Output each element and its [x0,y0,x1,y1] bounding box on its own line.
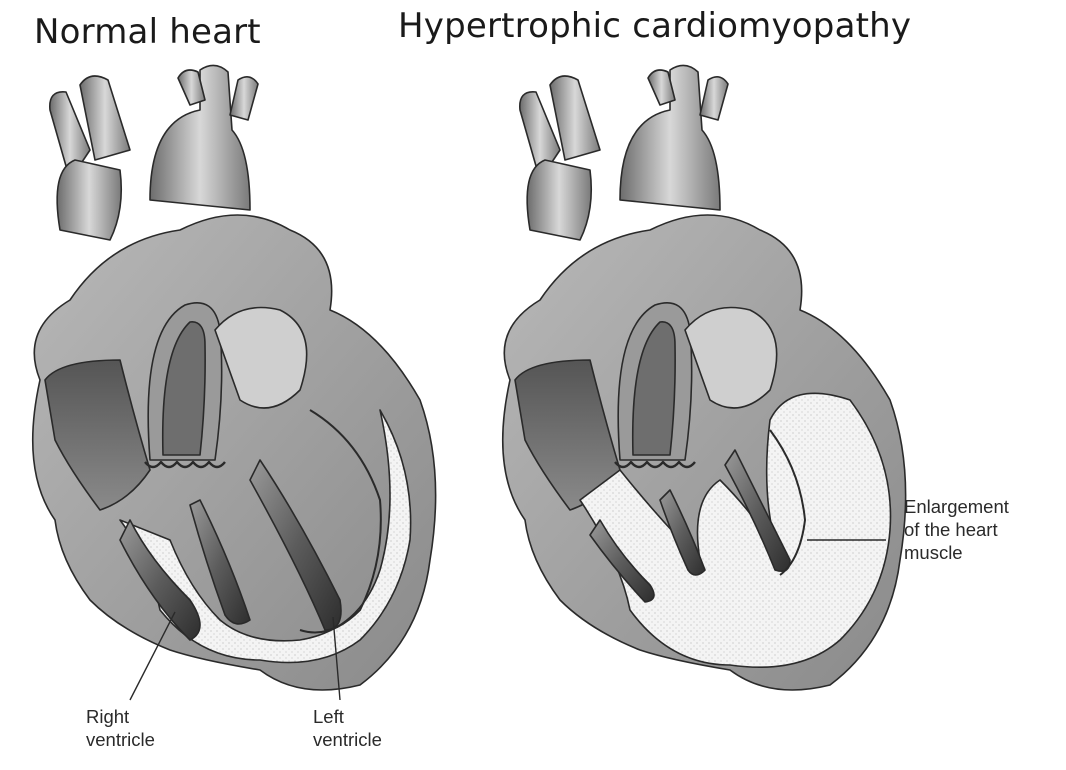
left-ventricle-label-line2: ventricle [313,728,382,751]
left-ventricle-label-line1: Left [313,705,382,728]
enlargement-label: Enlargement of the heart muscle [904,495,1009,564]
hcm-heart-drawing [503,65,906,690]
hcm-vessel-svc [527,160,591,240]
right-ventricle-label-line2: ventricle [86,728,155,751]
enlargement-label-line3: muscle [904,541,1009,564]
right-ventricle-label-line1: Right [86,705,155,728]
hcm-vessel-aorta-branch-2 [700,77,728,120]
left-ventricle-label: Left ventricle [313,705,382,751]
enlargement-label-line2: of the heart [904,518,1009,541]
enlargement-label-line1: Enlargement [904,495,1009,518]
vessel-svc [57,160,121,240]
vessel-aorta-branch-2 [230,77,258,120]
normal-heart-drawing [33,65,436,700]
right-ventricle-label: Right ventricle [86,705,155,751]
